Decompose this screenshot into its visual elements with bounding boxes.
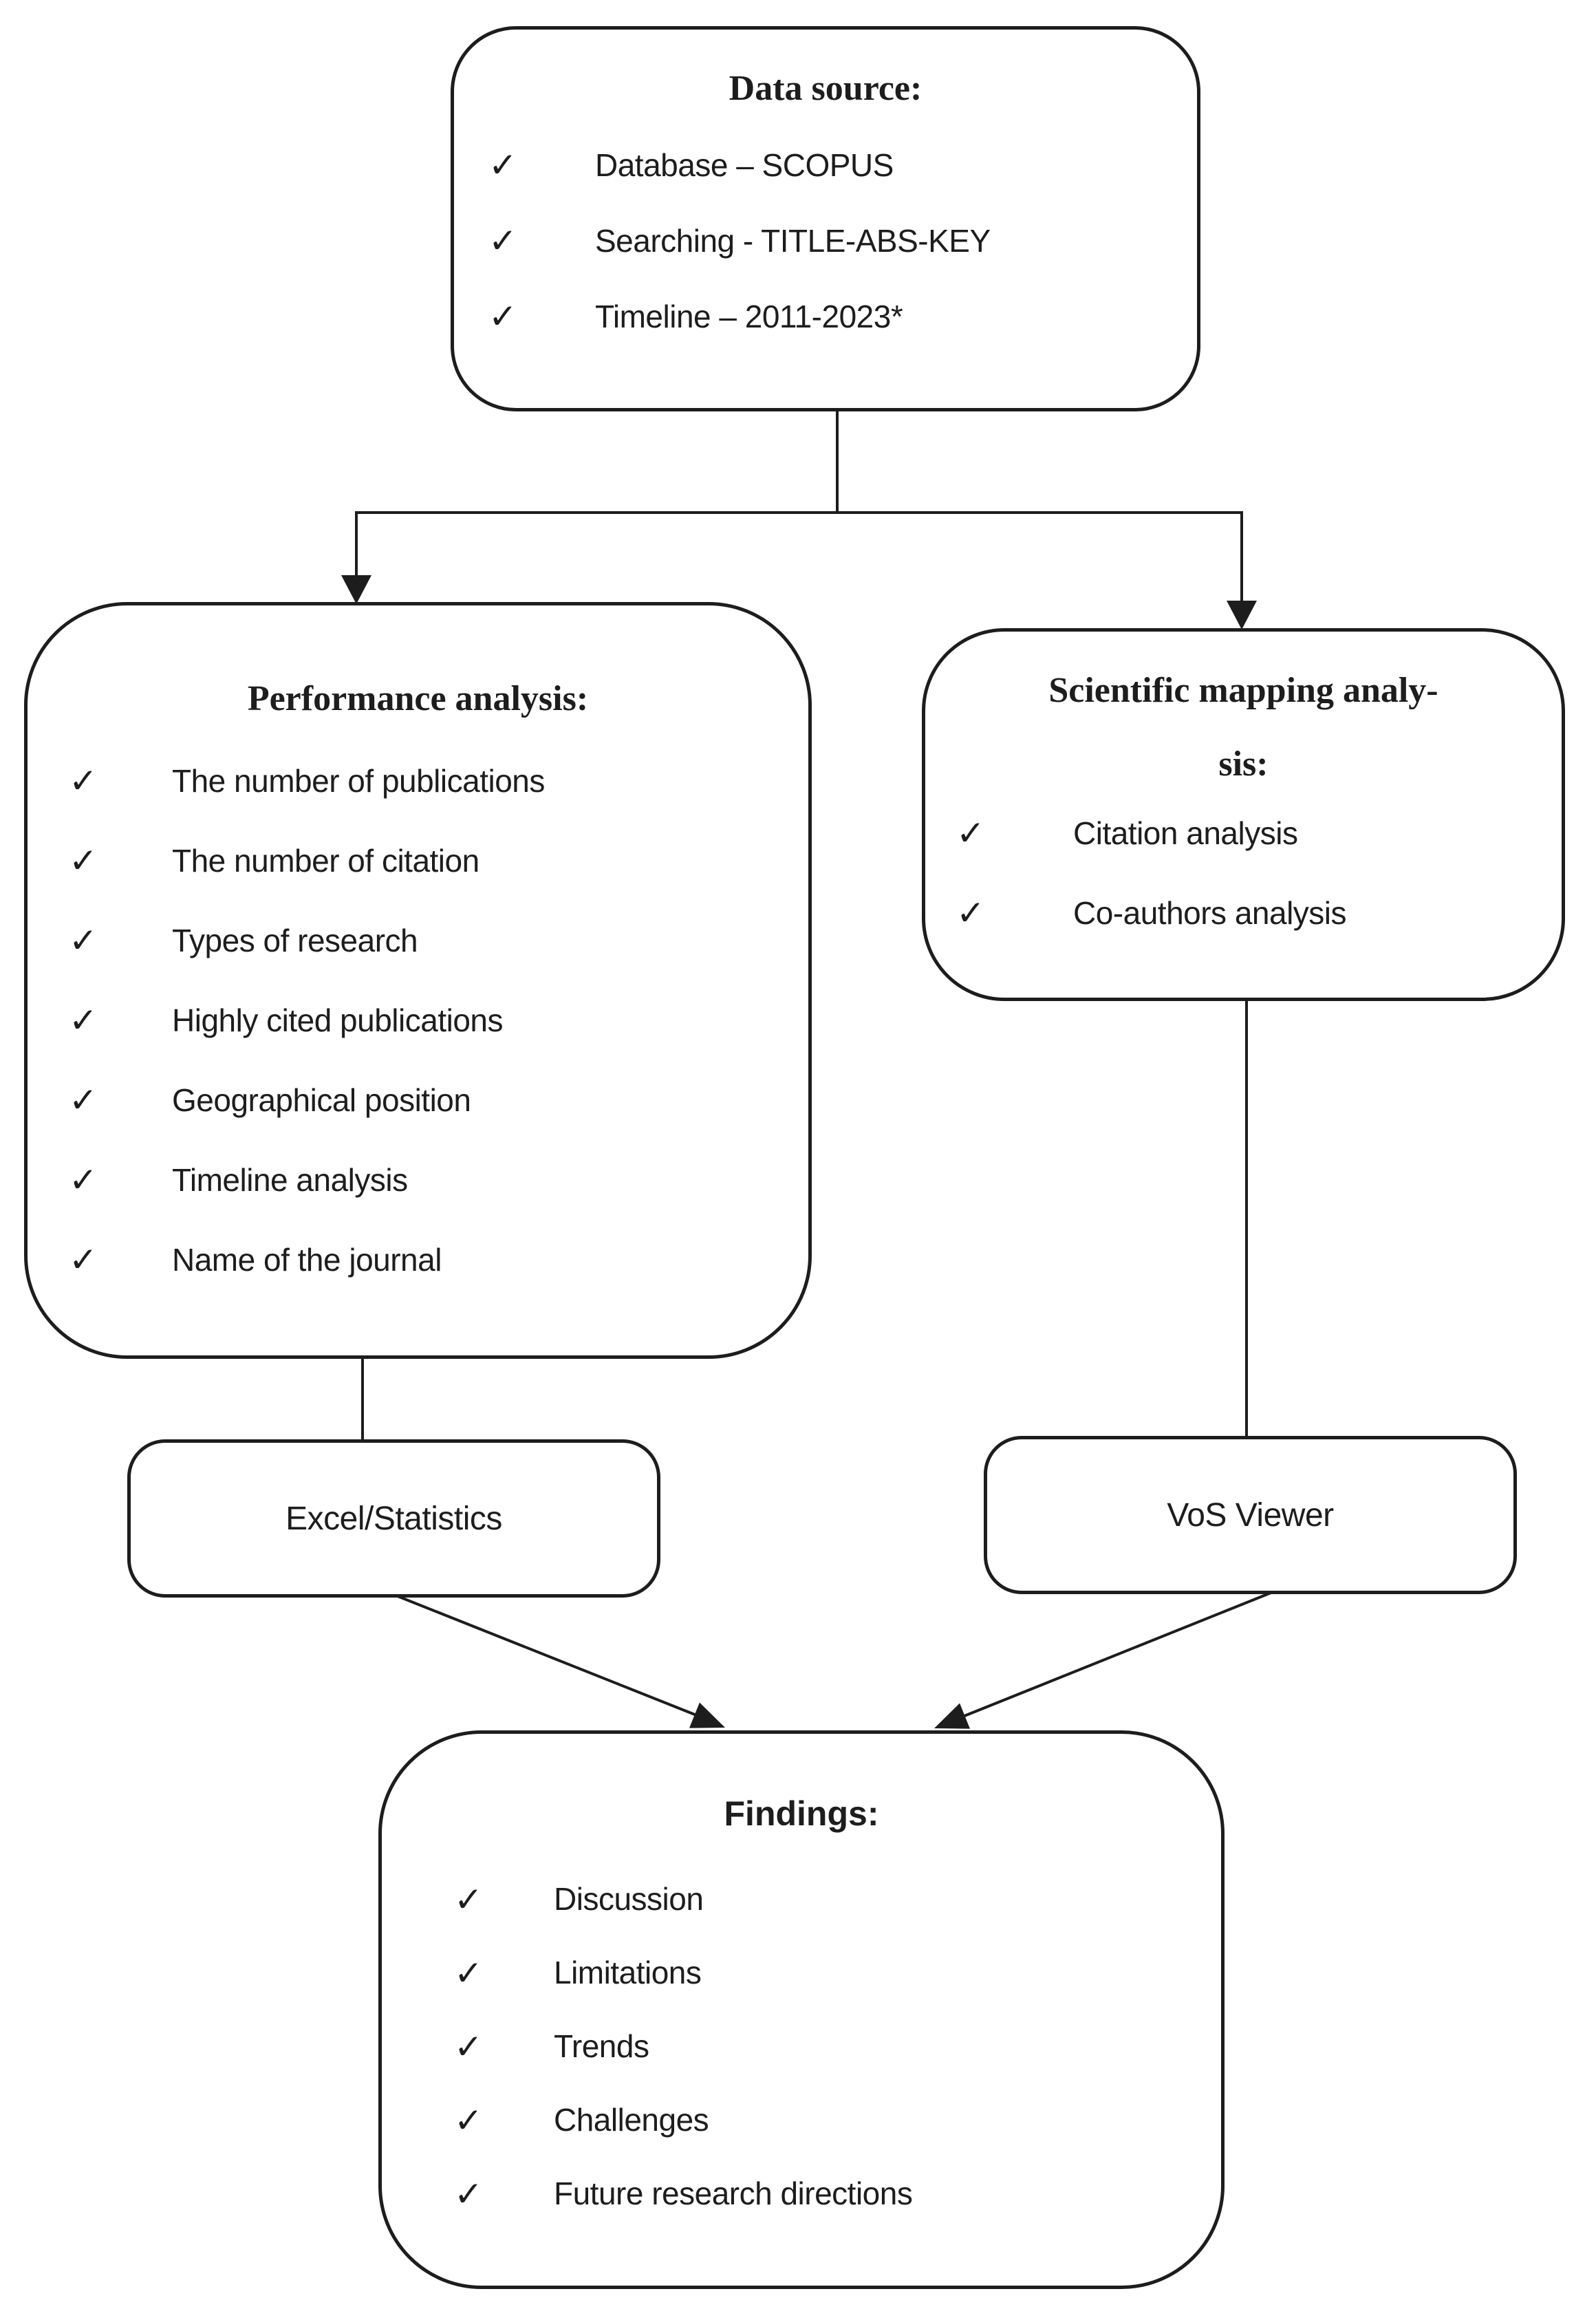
- checklist-item-label: Name of the journal: [172, 1241, 442, 1278]
- findings-title: Findings:: [724, 1794, 879, 1833]
- vos-viewer-label: VoS Viewer: [1167, 1496, 1334, 1534]
- findings-list: ✓ Discussion ✓ Limitations ✓ Trends ✓ Ch…: [382, 1862, 1221, 2231]
- checklist-item: ✓ Challenges: [454, 2083, 1221, 2157]
- checklist-item-label: Discussion: [554, 1881, 704, 1918]
- checkmark-icon: ✓: [454, 2027, 483, 2066]
- checklist-item: ✓ Citation analysis: [956, 793, 1562, 873]
- checklist-item: ✓ Future research directions: [454, 2157, 1221, 2231]
- checkmark-icon: ✓: [69, 762, 98, 800]
- excel-statistics-label: Excel/Statistics: [285, 1500, 502, 1537]
- data-source-list: ✓ Database – SCOPUS ✓ Searching - TITLE-…: [454, 127, 1197, 354]
- excel-statistics-box: Excel/Statistics: [127, 1439, 660, 1598]
- checklist-item: ✓ Searching - TITLE-ABS-KEY: [488, 203, 1197, 279]
- checkmark-icon: ✓: [956, 894, 985, 932]
- checklist-item: ✓ The number of publications: [69, 741, 808, 821]
- checklist-item-label: Highly cited publications: [172, 1002, 504, 1038]
- checklist-item-label: Co-authors analysis: [1073, 894, 1347, 931]
- performance-analysis-box: Performance analysis: ✓ The number of pu…: [24, 602, 812, 1359]
- checklist-item: ✓ Timeline analysis: [69, 1140, 808, 1220]
- checklist-item: ✓ Highly cited publications: [69, 980, 808, 1060]
- scientific-mapping-list: ✓ Citation analysis ✓ Co-authors analysi…: [925, 793, 1562, 953]
- checkmark-icon: ✓: [454, 2174, 483, 2213]
- checkmark-icon: ✓: [488, 297, 517, 336]
- arrowhead-to-findings-left: [689, 1702, 725, 1728]
- performance-analysis-title: Performance analysis:: [247, 679, 589, 718]
- checklist-item-label: Limitations: [554, 1955, 702, 1991]
- checklist-item-label: Geographical position: [172, 1082, 471, 1118]
- connector-excel-findings: [397, 1595, 716, 1724]
- checkmark-icon: ✓: [69, 1161, 98, 1199]
- checklist-item-label: Citation analysis: [1073, 815, 1298, 851]
- checklist-item-label: The number of citation: [172, 842, 479, 879]
- checkmark-icon: ✓: [69, 1001, 98, 1040]
- checkmark-icon: ✓: [956, 814, 985, 852]
- findings-box: Findings: ✓ Discussion ✓ Limitations ✓ T…: [378, 1730, 1225, 2289]
- checklist-item-label: The number of publications: [172, 762, 545, 799]
- checklist-item-label: Timeline – 2011-2023*: [595, 298, 903, 334]
- checkmark-icon: ✓: [69, 1240, 98, 1279]
- checkmark-icon: ✓: [488, 146, 517, 184]
- checklist-item: ✓ Types of research: [69, 901, 808, 980]
- checklist-item: ✓ Discussion: [454, 1862, 1221, 1936]
- checklist-item-label: Challenges: [554, 2102, 709, 2138]
- checklist-item: ✓ Limitations: [454, 1936, 1221, 2010]
- checklist-item: ✓ Database – SCOPUS: [488, 127, 1197, 203]
- scientific-mapping-title-line2: sis:: [1218, 744, 1269, 784]
- checkmark-icon: ✓: [454, 1953, 483, 1993]
- checklist-item-label: Searching - TITLE-ABS-KEY: [595, 222, 991, 259]
- checklist-item: ✓ Name of the journal: [69, 1220, 808, 1300]
- checkmark-icon: ✓: [454, 1880, 483, 1919]
- checkmark-icon: ✓: [488, 222, 517, 260]
- vos-viewer-box: VoS Viewer: [984, 1436, 1517, 1594]
- data-source-title: Data source:: [729, 69, 923, 108]
- checklist-item: ✓ The number of citation: [69, 821, 808, 901]
- connector-vos-findings: [943, 1591, 1273, 1726]
- checklist-item-label: Types of research: [172, 922, 418, 958]
- checklist-item-label: Future research directions: [554, 2176, 913, 2212]
- checkmark-icon: ✓: [69, 1081, 98, 1119]
- performance-analysis-list: ✓ The number of publications ✓ The numbe…: [28, 741, 808, 1300]
- checkmark-icon: ✓: [69, 841, 98, 880]
- checklist-item: ✓ Timeline – 2011-2023*: [488, 279, 1197, 354]
- arrowhead-to-performance: [341, 575, 371, 604]
- checklist-item-label: Database – SCOPUS: [595, 147, 894, 183]
- checkmark-icon: ✓: [454, 2101, 483, 2140]
- checkmark-icon: ✓: [69, 921, 98, 960]
- checklist-item: ✓ Co-authors analysis: [956, 873, 1562, 953]
- scientific-mapping-title-line1: Scientific mapping analy-: [1048, 671, 1438, 710]
- checklist-item: ✓ Trends: [454, 2010, 1221, 2083]
- scientific-mapping-box: Scientific mapping analy- sis: ✓ Citatio…: [922, 628, 1565, 1001]
- checklist-item: ✓ Geographical position: [69, 1060, 808, 1140]
- arrowhead-to-findings-right: [934, 1703, 970, 1729]
- data-source-box: Data source: ✓ Database – SCOPUS ✓ Searc…: [451, 26, 1200, 411]
- checklist-item-label: Timeline analysis: [172, 1161, 408, 1198]
- arrowhead-to-mapping: [1227, 601, 1257, 630]
- checklist-item-label: Trends: [554, 2028, 649, 2065]
